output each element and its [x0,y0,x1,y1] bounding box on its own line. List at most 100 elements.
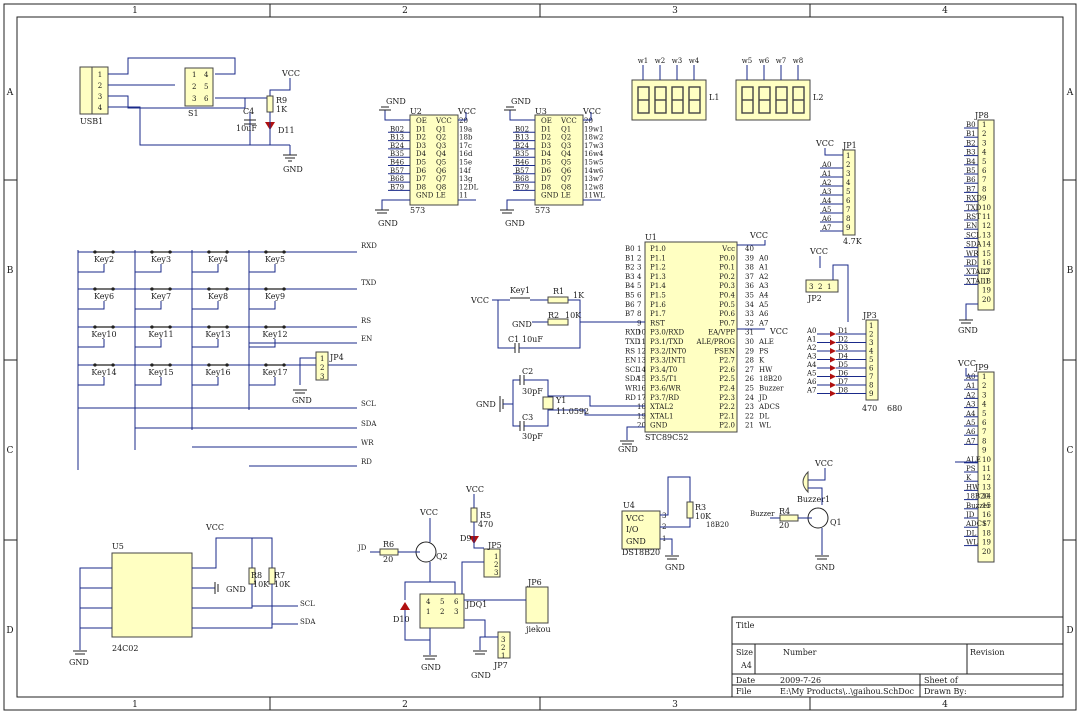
jp8-net-15: RD [966,259,977,267]
u2-pin-r-3: Q3 [436,142,446,150]
u1-left-pin-0: P1.0 [650,245,666,253]
revision-label: Revision [970,648,1004,657]
jp1-pin-3: 4 [846,179,851,187]
jp3-pin-4: 5 [869,356,873,364]
s1-pin3: 3 [192,95,196,103]
reset-vcc: VCC [470,296,489,305]
jdq-pin5: 5 [440,598,444,606]
u3-right-net-2: w2 [593,134,603,142]
u2-vcc: VCC [457,107,476,116]
u3-gnd-bottom: GND [505,219,525,228]
u3-pin-r-3: Q3 [561,142,571,150]
u3-pin-num-7: 13 [584,175,593,183]
key-3-0: Key14 [91,368,116,377]
d9-ref: D9 [460,534,472,543]
r1-ref: R1 [553,287,564,296]
u1-left-num-2: 3 [637,264,641,272]
jp5-ref: JP5 [487,541,502,550]
d10-ref: D10 [393,615,410,624]
u3-pin-3: D3 [541,142,551,150]
jp8-pin-14: 15 [982,250,991,258]
jp3-pin-6: 7 [869,373,873,381]
u3-pin-num-4: 16 [584,150,593,158]
jp1-pin-2: 3 [846,170,850,178]
jp1-net-2: A2 [821,179,832,187]
jp9-pin-2: 3 [982,391,986,399]
u2-pin-num-7: 13 [459,175,468,183]
jp2-pin2: 2 [818,283,822,291]
u2-left-net-8: B79 [390,183,404,191]
key-net-7: RD [361,458,372,466]
jp1-pin-8: 9 [846,224,850,232]
u4-pin3: 3 [662,512,666,520]
u1-left-pin-1: P1.1 [650,254,666,262]
u1-right-net-3: A2 [758,273,769,281]
jp9-net-14: Buzzer [966,502,991,510]
jp8-net-1: B1 [966,130,976,138]
u2-pin-num-5: 15 [459,159,468,167]
jp4-gnd: GND [292,396,312,405]
size-label: Size [736,648,753,657]
jp8-net-7: B7 [966,185,976,193]
u2-pin-num-1: 19 [459,125,468,133]
jp3-net-3: A3 [806,353,817,361]
u2-pin-num-2: 18 [459,134,468,142]
l2-ref: L2 [813,93,823,102]
u1-left-num-6: 7 [637,301,641,309]
jp9-pin-4: 5 [982,410,986,418]
usb1-pin4: 4 [98,104,103,112]
u3-pin-num-9: 11 [584,192,593,200]
u1-left-pin-15: P3.6/WR [650,385,681,393]
u2-pin-r-4: Q4 [436,150,447,158]
jp1-vcc: VCC [815,139,834,148]
jp9-ref: JP9 [974,363,989,372]
jp8-ref: JP8 [974,111,989,120]
u3-pin-r-4: Q4 [561,150,572,158]
u2-right-net-6: f [468,167,472,175]
jp6-value: jiekou [525,625,551,634]
jp9-pin-12: 13 [982,483,991,491]
l1-digit-label-2: w3 [672,57,682,65]
jp1-net-3: A3 [821,188,832,196]
jp3-diode-5: D6 [838,370,849,378]
u2-pin-num-8: 12 [459,183,468,191]
jp2-vcc: VCC [809,247,828,256]
key-net-5: SDA [361,420,377,428]
jp7-pin3: 3 [501,636,505,644]
jp3-pin-7: 8 [869,382,873,390]
jp3-value-2: 680 [887,404,902,413]
row-marker-b: B [7,266,14,276]
u1-left-pin-13: P3.4/T0 [650,366,677,374]
u5-eeprom: U5 24C02 GND VCC R8 10K R7 10K GND SCL S… [69,523,316,667]
u3-right-net-8: w8 [593,183,603,191]
jp1-pin-7: 8 [846,215,850,223]
l2-digit-label-0: w5 [742,57,752,65]
jp8-pin-5: 6 [982,167,987,175]
u1-vcc: VCC [749,231,768,240]
jp6-ref: JP6 [527,578,542,587]
u1-right-net-16: JD [758,394,768,402]
u1-right-pin-3: P0.2 [719,273,735,281]
jp8-pin-8: 9 [982,195,986,203]
relay-jd-net: JD [357,544,367,552]
u1-right-num-13: 27 [745,366,754,374]
u1-right-pin-7: P0.6 [719,310,735,318]
jp8-pin-12: 13 [982,231,991,239]
u1-left-net-13: SCL [625,366,640,374]
usb1-pin2: 2 [98,82,102,90]
jp1-pin-5: 6 [846,197,851,205]
jp3-pin-8: 9 [869,390,873,398]
buzzer-ref: Buzzer1 [797,495,830,504]
r4-value: 20 [779,521,789,530]
u1-left-num-7: 8 [637,310,641,318]
u3-pin-num-3: 17 [584,142,593,150]
jp3-diode-2: D3 [838,344,848,352]
jp9-net-12: HW [966,483,980,491]
jp8-net-4: B4 [966,158,976,166]
jp1-pin-6: 7 [846,206,850,214]
buzzer-vcc: VCC [814,459,833,468]
u1-right-num-12: 28 [745,357,754,365]
s1-pin2: 2 [192,83,196,91]
jp4-pin1: 1 [320,355,324,363]
